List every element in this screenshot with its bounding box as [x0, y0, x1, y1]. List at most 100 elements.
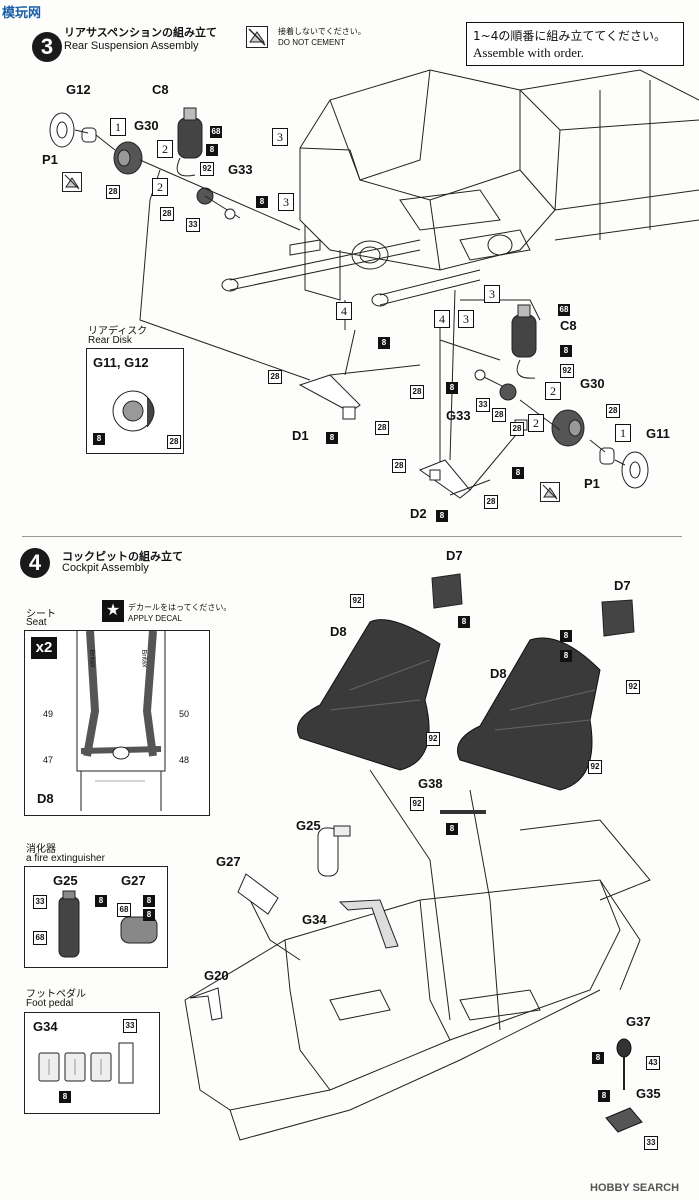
pedal-title-en: Foot pedal — [26, 998, 74, 1009]
part-g37: G37 — [626, 1014, 651, 1029]
extinguisher-title-jp: 消化器 — [26, 844, 56, 855]
part-d1: D1 — [292, 428, 309, 443]
color-28: 28 — [106, 185, 120, 199]
color-8: 8 — [446, 382, 458, 394]
order-mark-4-a: 4 — [336, 302, 352, 320]
decal-49: 49 — [43, 709, 54, 719]
color-8: 8 — [256, 196, 268, 208]
order-mark-2-right-b: 2 — [528, 414, 544, 432]
pedal-inset: G34 33 8 — [24, 1012, 160, 1114]
color-92: 92 — [426, 732, 440, 746]
order-mark-3-top: 3 — [272, 128, 288, 146]
part-c8-right: C8 — [560, 318, 577, 333]
rear-disk-inset: G11, G12 8 28 — [86, 348, 184, 454]
part-g33-left: G33 — [228, 162, 253, 177]
color-8: 8 — [560, 630, 572, 642]
color-33: 33 — [476, 398, 490, 412]
color-33: 33 — [33, 895, 47, 909]
color-68: 68 — [117, 903, 131, 917]
decal-47: 47 — [43, 755, 54, 765]
part-g35: G35 — [636, 1086, 661, 1101]
seat-title-en: Seat — [26, 617, 47, 628]
extinguisher-inset: G25 G27 33 8 68 68 8 8 — [24, 866, 168, 968]
color-28: 28 — [410, 385, 424, 399]
order-mark-3-left: 3 — [278, 193, 294, 211]
extinguisher-title-en: a fire extinguisher — [26, 853, 105, 864]
step3-number: 3 — [32, 32, 62, 62]
part-d2: D2 — [410, 506, 427, 521]
part-g12: G12 — [66, 82, 91, 97]
part-g34-box: G34 — [33, 1019, 58, 1034]
seat-title-jp: シート — [26, 609, 56, 620]
color-33: 33 — [644, 1136, 658, 1150]
decal-note-en: APPLY DECAL — [128, 614, 182, 623]
part-g11: G11 — [646, 426, 670, 441]
color-8: 8 — [93, 433, 105, 445]
order-mark-2-left-a: 2 — [157, 140, 173, 158]
section-divider — [22, 536, 682, 537]
color-28: 28 — [510, 422, 524, 436]
color-28: 28 — [167, 435, 181, 449]
no-cement-icon — [540, 482, 560, 502]
no-cement-jp: 接着しないでください。 — [278, 27, 366, 36]
pedal-title-jp: フットペダル — [26, 989, 86, 1000]
order-mark-3-mid: 3 — [458, 310, 474, 328]
part-g27-box: G27 — [121, 873, 146, 888]
decal-50: 50 — [179, 709, 190, 719]
watermark-logo: 模玩网 — [2, 6, 42, 21]
watermark-footer: HOBBY SEARCH — [590, 1182, 680, 1194]
color-68: 68 — [210, 126, 222, 138]
color-8: 8 — [206, 144, 218, 156]
part-g20: G20 — [204, 968, 229, 983]
color-8: 8 — [143, 895, 155, 907]
part-g25: G25 — [296, 818, 321, 833]
times-badge: x2 — [31, 637, 57, 659]
color-92: 92 — [350, 594, 364, 608]
no-cement-icon — [246, 26, 268, 48]
color-92: 92 — [200, 162, 214, 176]
rear-disk-title-en: Rear Disk — [88, 335, 132, 346]
step3-title-jp: リアサスペンションの組み立て — [64, 26, 218, 39]
color-33: 33 — [123, 1019, 137, 1033]
part-g30-left: G30 — [134, 118, 159, 133]
order-mark-1-left: 1 — [110, 118, 126, 136]
color-92: 92 — [626, 680, 640, 694]
color-92: 92 — [588, 760, 602, 774]
rear-disk-title-jp: リアディスク — [88, 326, 148, 337]
order-note-jp: 1~4の順番に組み立ててください。 — [473, 29, 666, 43]
color-8: 8 — [592, 1052, 604, 1064]
color-8: 8 — [598, 1090, 610, 1102]
color-28: 28 — [268, 370, 282, 384]
color-43: 43 — [646, 1056, 660, 1070]
order-note-box: 1~4の順番に組み立ててください。 Assemble with order. — [466, 22, 684, 66]
color-8: 8 — [560, 345, 572, 357]
part-d7-right: D7 — [614, 578, 631, 593]
part-g34: G34 — [302, 912, 327, 927]
rear-disk-parts: G11, G12 — [93, 355, 149, 370]
color-8: 8 — [95, 895, 107, 907]
part-d8-left: D8 — [330, 624, 347, 639]
color-33: 33 — [186, 218, 200, 232]
color-92: 92 — [560, 364, 574, 378]
part-g27: G27 — [216, 854, 241, 869]
step4-number: 4 — [20, 548, 50, 578]
part-c8-left: C8 — [152, 82, 169, 97]
color-92: 92 — [410, 797, 424, 811]
part-g30-right: G30 — [580, 376, 605, 391]
color-8: 8 — [436, 510, 448, 522]
step4-title-jp: コックピットの組み立て — [62, 550, 183, 563]
color-68: 68 — [558, 304, 570, 316]
order-mark-3-right: 3 — [484, 285, 500, 303]
color-8: 8 — [378, 337, 390, 349]
order-mark-2-right-a: 2 — [545, 382, 561, 400]
rear-suspension-drawing — [49, 69, 699, 499]
order-note-en: Assemble with order. — [473, 45, 584, 60]
color-8: 8 — [326, 432, 338, 444]
color-8: 8 — [446, 823, 458, 835]
color-8: 8 — [512, 467, 524, 479]
color-28: 28 — [606, 404, 620, 418]
color-8: 8 — [143, 909, 155, 921]
no-cement-icon — [62, 172, 82, 192]
